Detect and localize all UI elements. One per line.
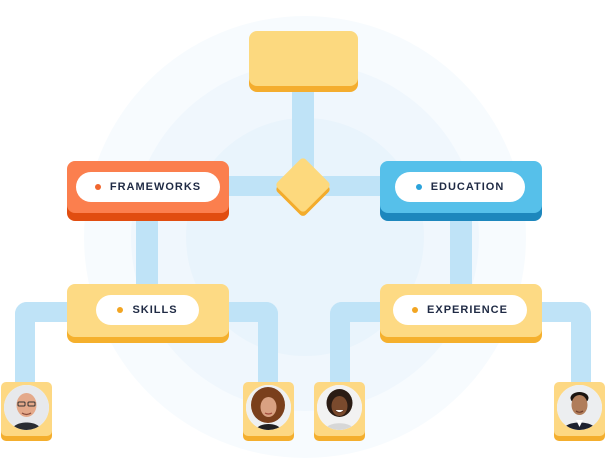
skills-pill: SKILLS <box>96 295 199 325</box>
avatar-card-3[interactable] <box>314 382 365 436</box>
skills-node[interactable]: SKILLS <box>67 284 229 337</box>
frameworks-label: FRAMEWORKS <box>109 181 202 193</box>
top-node[interactable] <box>249 31 358 86</box>
connector-experience-right-drop <box>571 302 591 390</box>
connector-right-vertical <box>450 218 472 288</box>
education-dot-icon <box>415 184 422 190</box>
connector-skills-left-drop <box>15 302 35 390</box>
connector-top-vertical <box>292 84 314 169</box>
frameworks-dot-icon <box>94 184 101 190</box>
avatar-card-4[interactable] <box>554 382 605 436</box>
education-pill: EDUCATION <box>395 172 525 202</box>
education-node[interactable]: EDUCATION <box>380 161 542 213</box>
young-man-suit-avatar-icon <box>557 385 602 430</box>
frameworks-pill: FRAMEWORKS <box>76 172 220 202</box>
connector-experience-left-drop <box>330 302 350 390</box>
experience-node[interactable]: EXPERIENCE <box>380 284 542 337</box>
avatar-card-2[interactable] <box>243 382 294 436</box>
experience-label: EXPERIENCE <box>427 304 508 316</box>
skills-dot-icon <box>117 307 124 313</box>
connector-left-vertical <box>136 218 158 288</box>
avatar-card-1[interactable] <box>1 382 52 436</box>
education-label: EDUCATION <box>430 181 505 193</box>
connector-skills-right-drop <box>258 302 278 390</box>
skills-label: SKILLS <box>132 304 178 316</box>
curly-hair-woman-avatar-icon <box>246 385 291 430</box>
experience-dot-icon <box>412 307 419 313</box>
bald-man-glasses-avatar-icon <box>4 385 49 430</box>
experience-pill: EXPERIENCE <box>393 295 527 325</box>
frameworks-node[interactable]: FRAMEWORKS <box>67 161 229 213</box>
smiling-woman-avatar-icon <box>317 385 362 430</box>
